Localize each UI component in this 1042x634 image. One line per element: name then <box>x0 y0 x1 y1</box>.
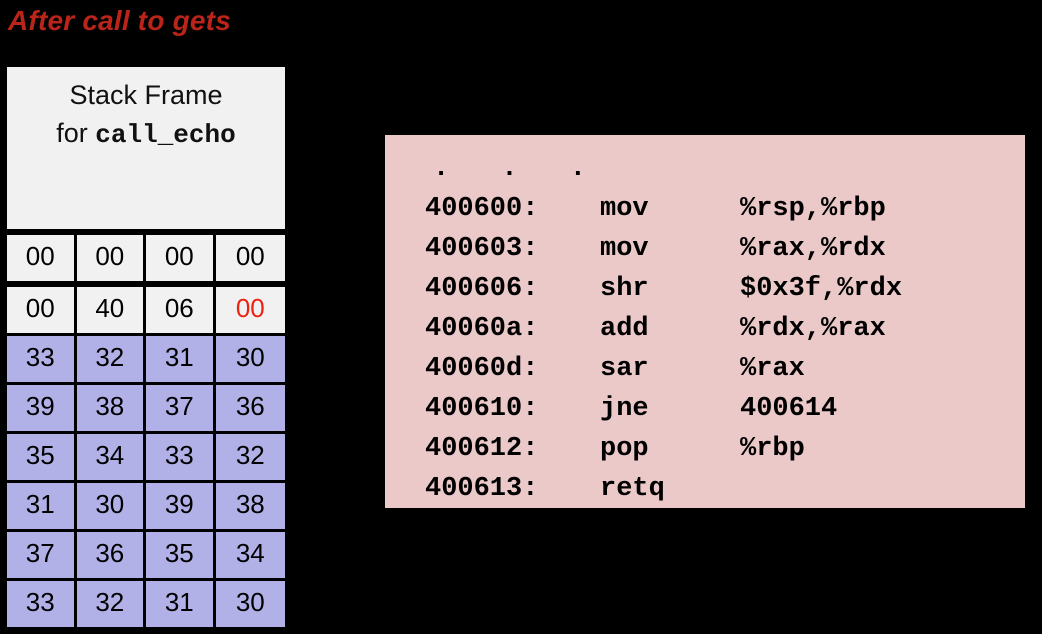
byte-cell: 35 <box>146 532 216 578</box>
byte-cell: 40 <box>76 287 147 333</box>
byte-cell: 37 <box>146 385 216 431</box>
code-mnemonic: add <box>600 314 649 344</box>
code-line: 400600: mov %rsp,%rbp <box>425 189 1025 229</box>
code-line: 40060a: add %rdx,%rax <box>425 309 1025 349</box>
byte-cell: 32 <box>215 434 285 480</box>
byte-cell: 39 <box>7 385 77 431</box>
byte-cell: 33 <box>146 434 216 480</box>
code-mnemonic: jne <box>600 394 649 424</box>
byte-cell: 37 <box>7 532 77 578</box>
code-address: 400612: <box>425 434 539 464</box>
code-mnemonic: sar <box>600 354 649 384</box>
code-address: 40060a: <box>425 314 539 344</box>
byte-cell: 38 <box>215 483 285 529</box>
stack-frame-label-line1: Stack Frame <box>69 80 223 110</box>
byte-cell: 36 <box>215 385 285 431</box>
code-mnemonic: pop <box>600 434 649 464</box>
code-ellipsis: . . . <box>433 154 605 184</box>
code-mnemonic: shr <box>600 274 649 304</box>
code-address: 400603: <box>425 234 539 264</box>
byte-cell: 00 <box>7 287 77 333</box>
byte-row-separator <box>4 284 288 287</box>
code-line: 400610: jne 400614 <box>425 389 1025 429</box>
code-operands: %rsp,%rbp <box>740 194 886 224</box>
stack-frame-function-name: call_echo <box>95 120 236 150</box>
byte-cell: 30 <box>215 336 285 382</box>
byte-cell: 06 <box>146 287 216 333</box>
byte-cell: 00 <box>7 235 77 281</box>
code-line: 400613: retq <box>425 469 1025 509</box>
code-mnemonic: mov <box>600 194 649 224</box>
byte-cell: 31 <box>146 581 216 627</box>
stack-frame-label-prefix: for <box>56 118 96 148</box>
code-operands: 400614 <box>740 394 838 424</box>
byte-cell: 00 <box>76 235 147 281</box>
byte-cell: 32 <box>76 336 147 382</box>
byte-cell: 36 <box>76 532 147 578</box>
code-line: 400603: mov %rax,%rdx <box>425 229 1025 269</box>
byte-cell: 38 <box>76 385 147 431</box>
code-panel: . . . 400600: mov %rsp,%rbp 400603: mov %rax,… <box>385 135 1025 508</box>
byte-cell: 34 <box>76 434 147 480</box>
byte-cell: 33 <box>7 336 77 382</box>
code-mnemonic: retq <box>600 474 665 504</box>
byte-cell: 30 <box>76 483 147 529</box>
stack-frame-box: Stack Frame for call_echo <box>4 64 288 232</box>
byte-cell: 33 <box>7 581 77 627</box>
code-address: 400610: <box>425 394 539 424</box>
code-line: 40060d: sar %rax <box>425 349 1025 389</box>
code-line: 400612: pop %rbp <box>425 429 1025 469</box>
slide-title: After call to gets <box>8 5 231 36</box>
byte-cell: 34 <box>215 532 285 578</box>
code-mnemonic: mov <box>600 234 649 264</box>
code-address: 400606: <box>425 274 539 304</box>
code-address: 400613: <box>425 474 539 504</box>
code-address: 400600: <box>425 194 539 224</box>
stack-frame-label-line2: for call_echo <box>56 113 235 155</box>
code-operands: $0x3f,%rdx <box>740 274 903 304</box>
byte-cell: 39 <box>146 483 216 529</box>
byte-cell: 35 <box>7 434 77 480</box>
code-address: 40060d: <box>425 354 539 384</box>
byte-cell: 00 <box>215 287 285 333</box>
code-operands: %rax,%rdx <box>740 234 886 264</box>
byte-cell: 31 <box>7 483 77 529</box>
byte-cell: 30 <box>215 581 285 627</box>
byte-cell: 32 <box>76 581 147 627</box>
code-operands: %rax <box>740 354 805 384</box>
code-line: 400606: shr $0x3f,%rdx <box>425 269 1025 309</box>
byte-cell: 31 <box>146 336 216 382</box>
byte-cell: 00 <box>215 235 285 281</box>
code-operands: %rbp <box>740 434 805 464</box>
code-operands: %rdx,%rax <box>740 314 886 344</box>
byte-cell: 00 <box>146 235 216 281</box>
